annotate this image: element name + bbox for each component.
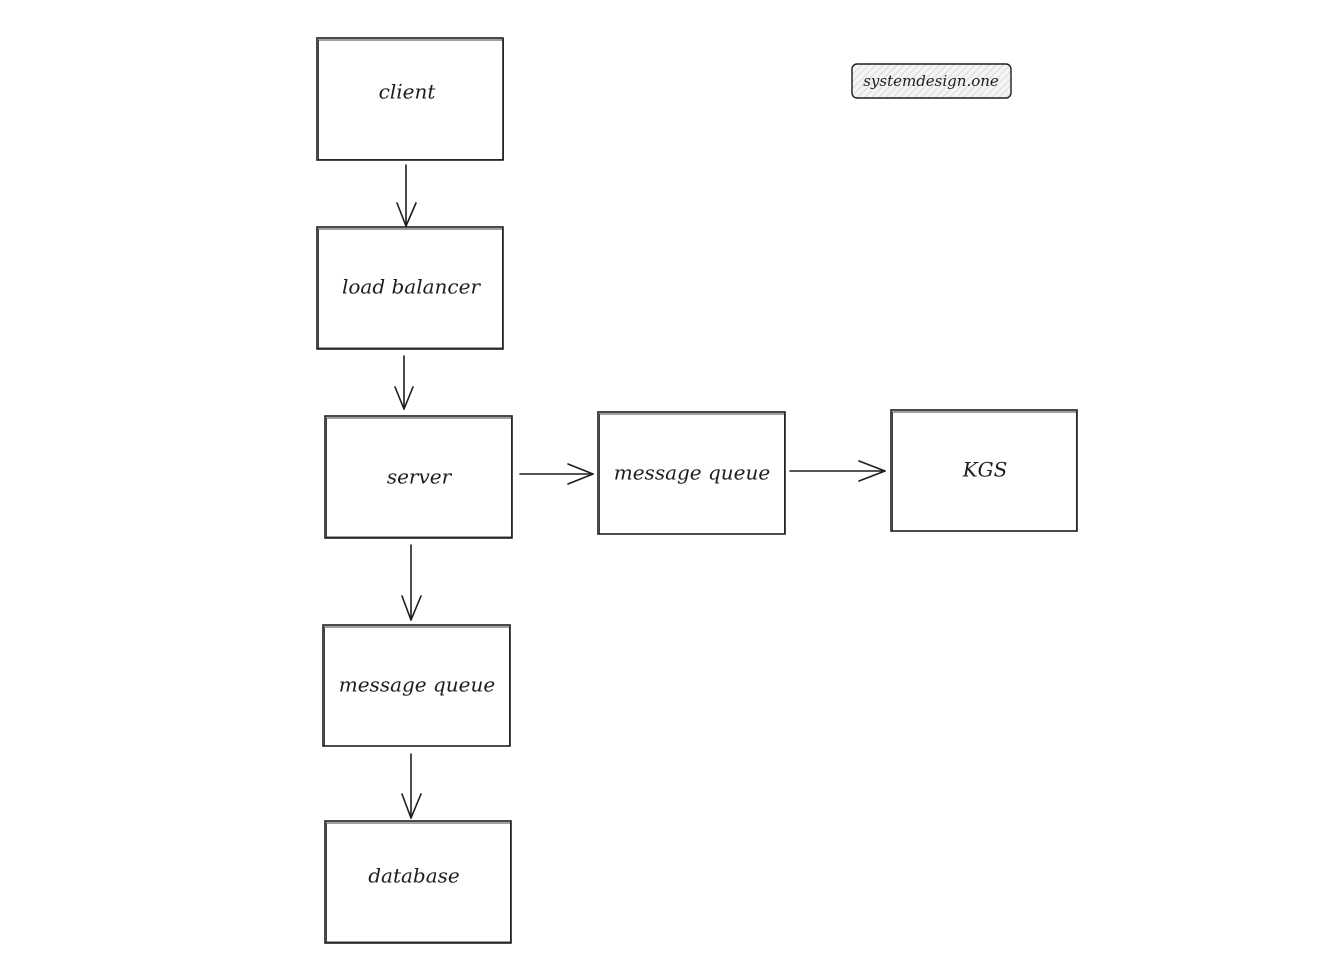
node-label: database bbox=[368, 864, 460, 888]
node-database: database bbox=[324, 820, 512, 944]
node-message-queue-right: message queue bbox=[597, 411, 786, 535]
edge-client-to-load-balancer bbox=[396, 164, 417, 227]
node-label: client bbox=[379, 80, 437, 104]
node-label: load balancer bbox=[342, 275, 481, 299]
arrowhead-icon bbox=[401, 793, 422, 819]
node-kgs: KGS bbox=[890, 409, 1078, 532]
edge-server-to-message-queue-right bbox=[519, 463, 594, 485]
brand-badge-label: systemdesign.one bbox=[863, 72, 999, 90]
node-label: KGS bbox=[962, 458, 1008, 482]
brand-badge: systemdesign.one bbox=[851, 63, 1012, 99]
node-label: message queue bbox=[614, 461, 770, 485]
edges bbox=[394, 164, 886, 819]
arrowhead-icon bbox=[567, 463, 594, 485]
edge-message-queue-to-database bbox=[401, 753, 422, 819]
edge-server-to-message-queue-down bbox=[401, 544, 422, 621]
edge-load-balancer-to-server bbox=[394, 355, 414, 410]
arrowhead-icon bbox=[394, 386, 414, 410]
node-message-queue-down: message queue bbox=[322, 624, 511, 747]
arrowhead-icon bbox=[858, 460, 886, 482]
arrowhead-icon bbox=[401, 595, 422, 621]
node-client: client bbox=[316, 37, 504, 161]
node-load-balancer: load balancer bbox=[316, 226, 504, 350]
edge-message-queue-to-kgs bbox=[789, 460, 886, 482]
node-server: server bbox=[324, 415, 513, 539]
arrowhead-icon bbox=[396, 202, 417, 227]
node-label: server bbox=[387, 465, 453, 489]
node-label: message queue bbox=[339, 673, 495, 697]
